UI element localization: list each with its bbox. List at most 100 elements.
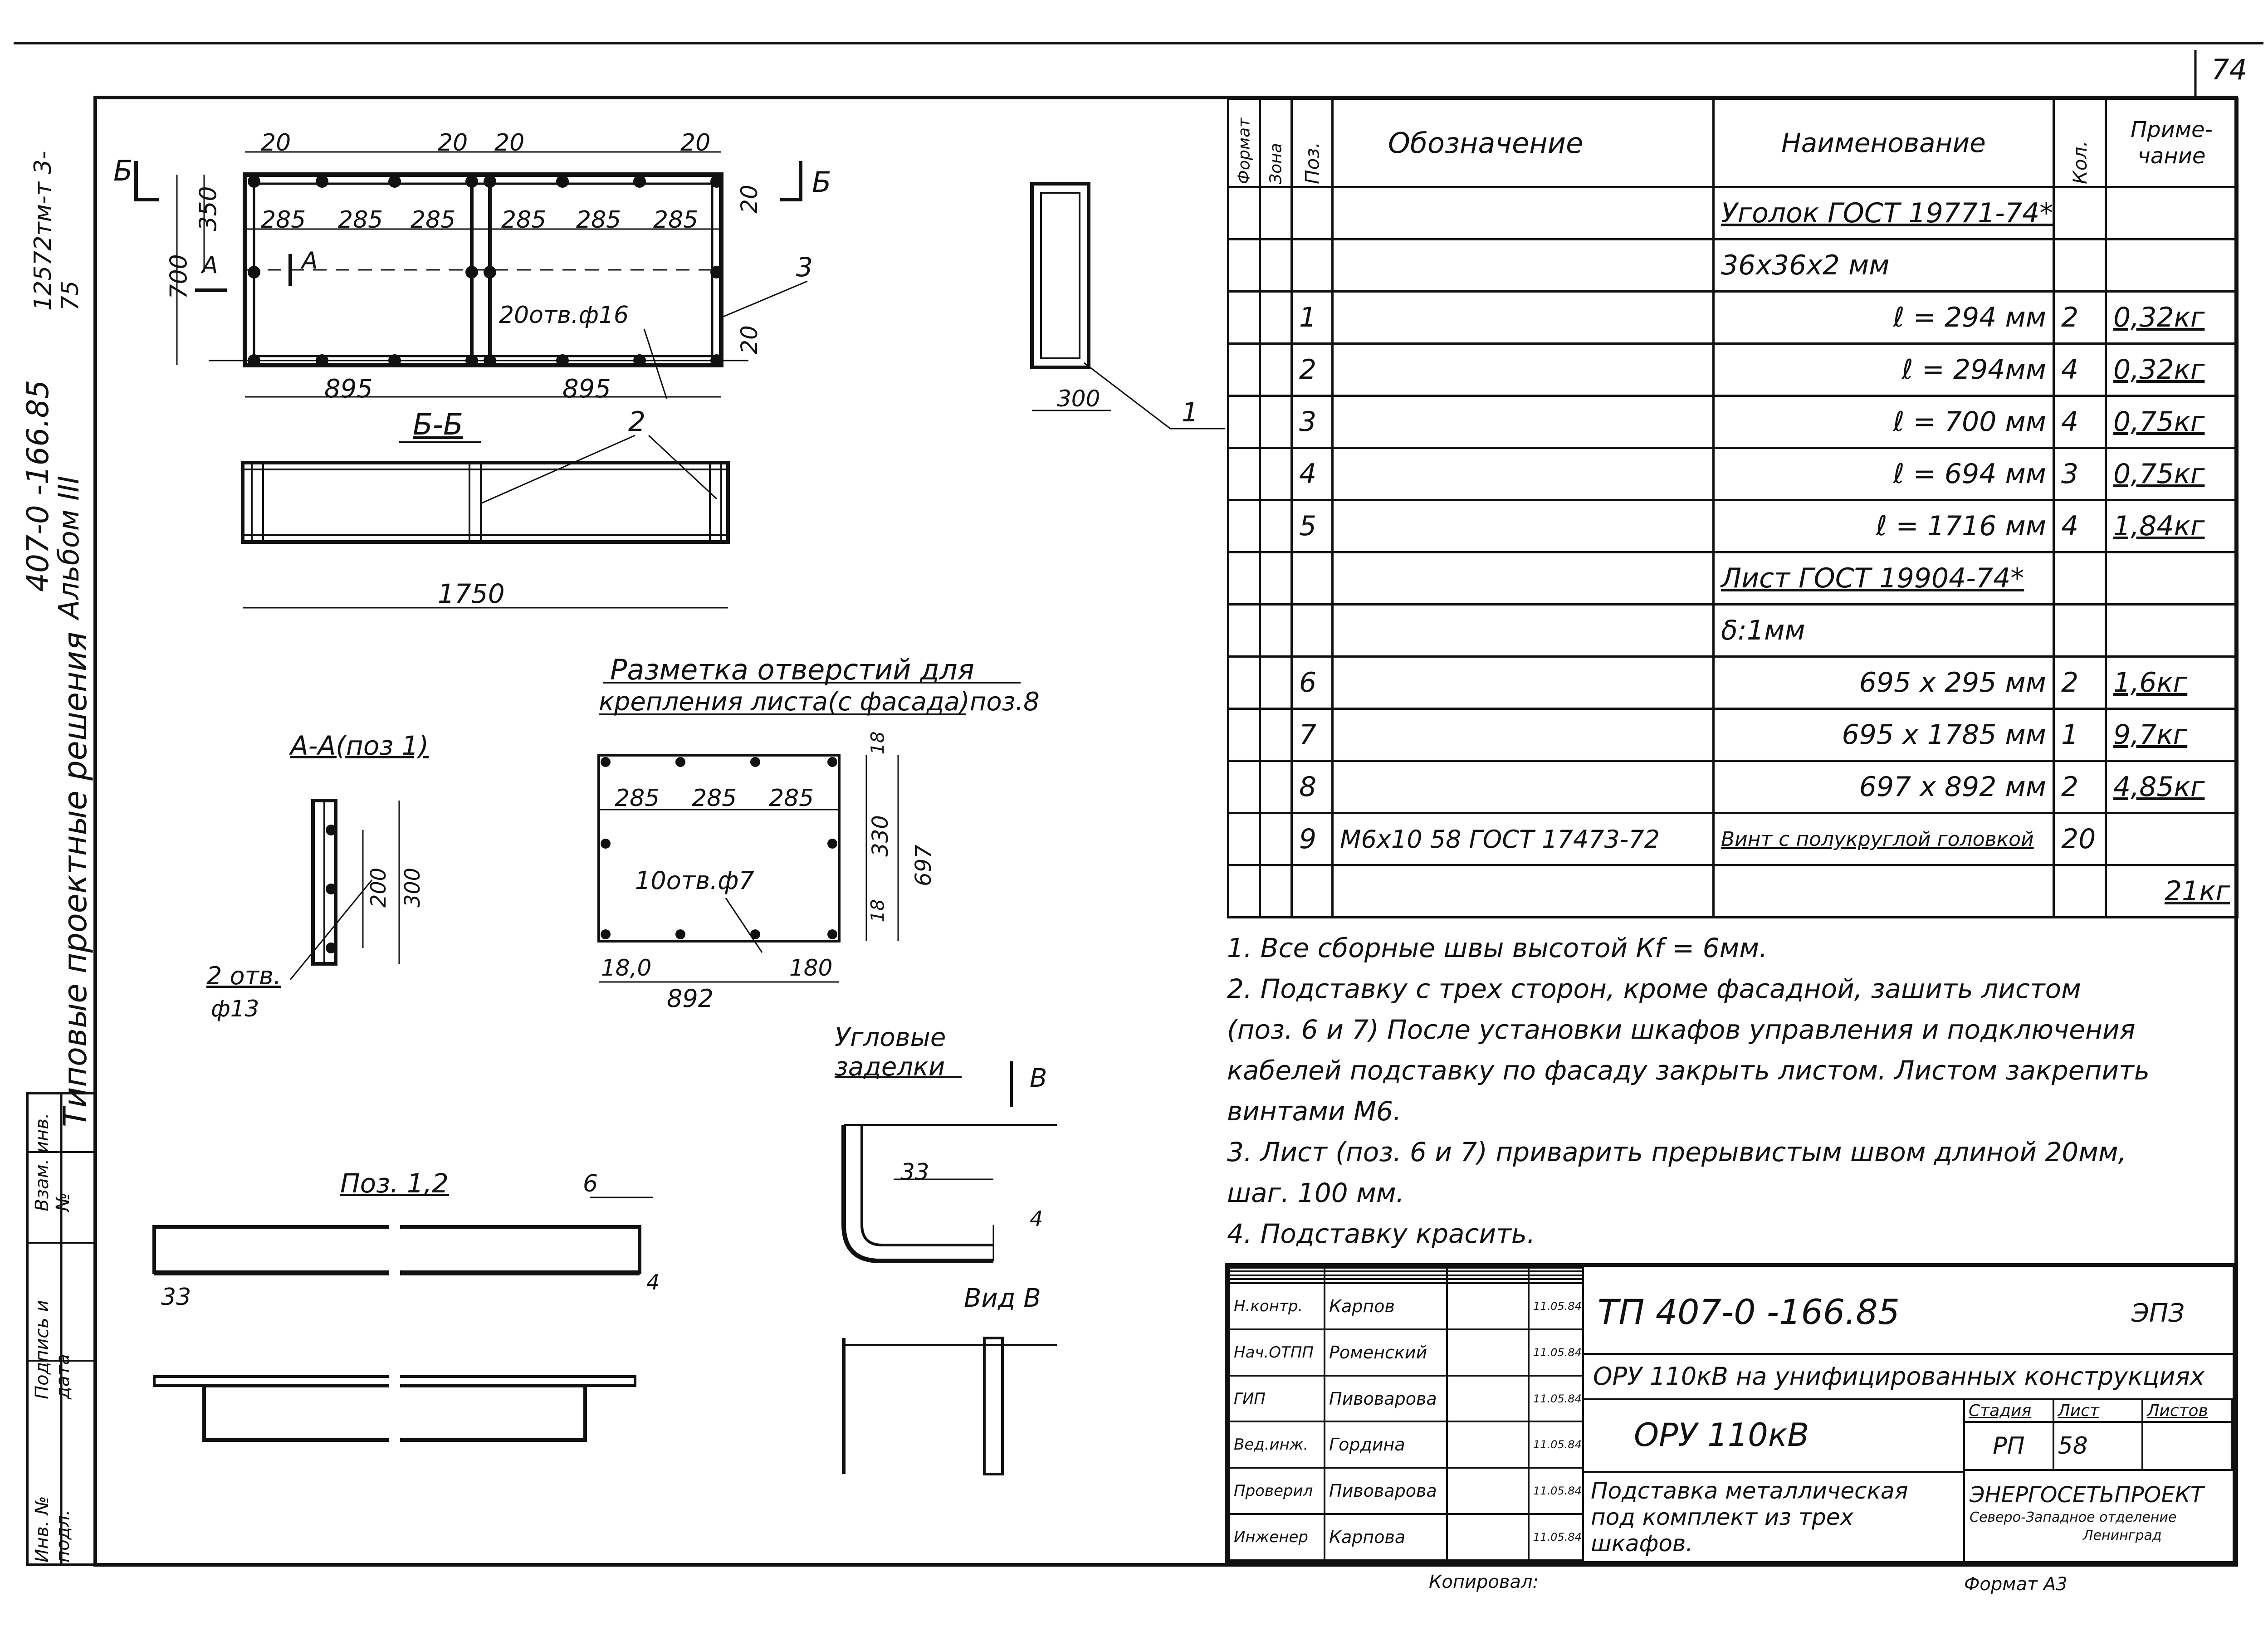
dim-label: 20 [438,129,468,156]
cell-designation [1331,760,1715,814]
object-cell: ОРУ 110кВ [1582,1398,1965,1473]
description-line: шкафов. [1591,1530,1693,1557]
cell-name: ℓ = 700 мм [1712,395,2055,449]
cell-name: ℓ = 694 мм [1712,447,2055,501]
dim-label: 285 [692,785,737,812]
dim-label: 330 [867,815,893,857]
signer-date: 11.05.84 [1528,1282,1584,1330]
holes-label: ф13 [211,996,259,1022]
note-line: (поз. 6 и 7) После установки шкафов упра… [1227,1014,2136,1045]
cell-qty: 1 [2053,708,2107,762]
cell-designation [1331,864,1715,918]
signer-role: Н.контр. [1228,1282,1325,1330]
corner-title: Угловые [835,1023,946,1052]
cell-note [2105,603,2239,658]
dim-label: 180 [789,955,833,981]
corner-title: заделки [835,1052,945,1082]
cell-pos: 7 [1290,708,1334,762]
table-row: Уголок ГОСТ 19771-74* [1227,186,2239,240]
dim-label: 4 [646,1270,660,1294]
cell-pos: 4 [1290,447,1334,501]
cell-pos [1290,238,1334,293]
cell-designation [1331,290,1715,345]
dim-label: 895 [324,374,373,404]
cell-note: 0,75кг [2105,395,2239,449]
cell-note [2105,812,2239,866]
cell-name: 697 х 892 мм [1712,760,2055,814]
cell-name: ℓ = 294 мм [1712,290,2055,345]
corner-detail [835,1061,1057,1475]
section-mark: Б [113,154,133,187]
cell-pos [1290,864,1334,918]
sheet-value: 58 [2052,1421,2144,1471]
cell-name: Уголок ГОСТ 19771-74* [1712,186,2055,240]
cell-designation [1331,186,1715,240]
holes-label: 10отв.ф7 [635,866,754,895]
signer-name: Роменский [1324,1328,1448,1377]
table-row: 36х36х2 мм [1227,238,2239,293]
section-aa [289,799,400,980]
left-strip-sign: Подпись и дата [32,1300,73,1399]
dim-label: 4 [1030,1206,1043,1231]
dim-label: 18,0 [601,955,652,981]
dim-label: 18 [867,899,889,923]
pos-label: 3 [796,252,813,283]
cell-pos: 2 [1290,342,1334,397]
dim-label: 20 [261,129,291,156]
cell-name [1712,864,2055,918]
header-name: Наименование [1712,98,2055,188]
cell-note: 0,32кг [2105,290,2239,345]
dim-label: 300 [400,868,425,908]
side-stamp-series: 407-0 -166.85 [20,380,55,592]
table-row: δ:1мм [1227,603,2239,658]
section-title: А-А(поз 1) [290,730,429,761]
table-row: Лист ГОСТ 19904-74* [1227,551,2239,606]
dim-label: 697 [910,845,936,886]
cell-note: 1,6кг [2105,655,2239,710]
cell-qty: 4 [2053,342,2107,397]
side-stamp: 407-0 -166.85 Альбом III Типовые проектн… [20,129,94,1127]
cell-note: 9,7кг [2105,708,2239,762]
cell-name: ℓ = 1716 мм [1712,499,2055,553]
dim-label: 285 [615,785,660,812]
dim-label: 300 [1057,386,1100,412]
signer-date: 11.05.84 [1528,1374,1584,1423]
dim-label: 892 [667,984,714,1013]
cell-name: Винт с полукруглой головкой [1712,812,2055,866]
holes-label: 2 отв. [206,962,282,990]
dim-label: 285 [769,785,814,812]
pos12-view [152,1194,653,1451]
cell-note [2105,186,2239,240]
cell-qty [2053,238,2107,293]
signer-role: Проверил [1228,1467,1325,1515]
left-strip-replace: Взам. инв. № [32,1113,73,1211]
cell-designation [1331,499,1715,553]
description-line: Подставка металлическая [1591,1478,1908,1504]
org-dept: Северо-Западное отделение [1970,1509,2177,1525]
side-stamp-code: 12572тм-т 3-75 [29,151,84,311]
side-view [1030,182,1225,430]
org-cell: ЭНЕРГОСЕТЬПРОЕКТ Северо-Западное отделен… [1963,1471,2234,1561]
org-name: ЭНЕРГОСЕТЬПРОЕКТ [1970,1482,2204,1508]
view-mark: В [1030,1064,1047,1093]
cell-note: 21кг [2105,864,2239,918]
side-stamp-album: Альбом III [52,475,85,619]
dim-label: 285 [576,206,621,234]
cell-designation [1331,655,1715,710]
dim-label: 20 [736,325,763,354]
cell-designation [1331,708,1715,762]
org-city: Ленинград [2083,1528,2162,1543]
header-designation: Обозначение [1331,98,1715,188]
dim-label: 285 [501,206,547,234]
cell-designation [1331,238,1715,293]
side-stamp-title: Типовые проектные решения [57,631,94,1127]
